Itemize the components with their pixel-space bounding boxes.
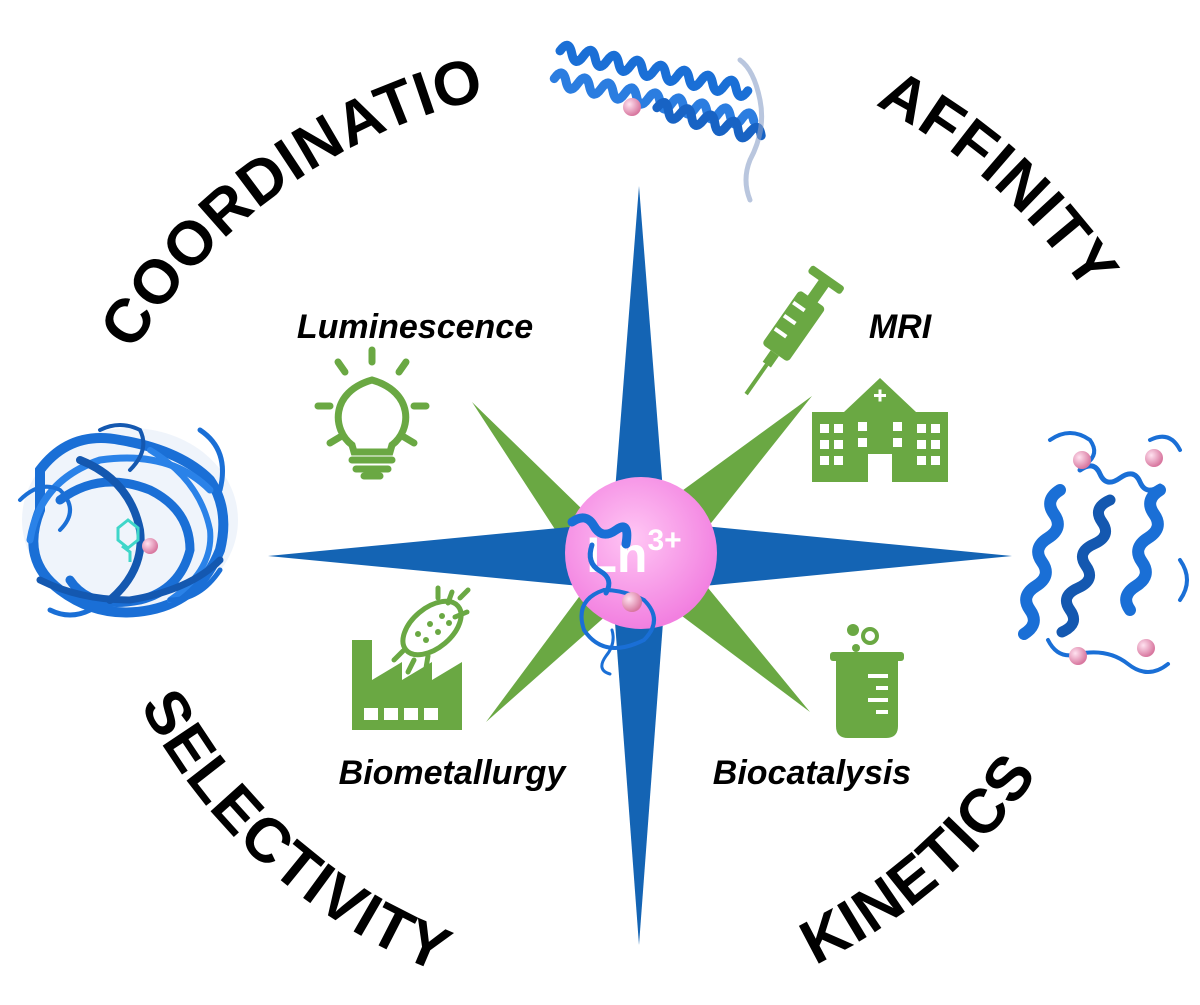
globular-protein bbox=[18, 423, 238, 618]
helix-bundle-protein bbox=[549, 40, 766, 203]
metal-ion bbox=[1145, 449, 1163, 467]
lightbulb-icon bbox=[314, 346, 430, 480]
metal-ion bbox=[1073, 451, 1091, 469]
compass-star: Ln3+ bbox=[268, 186, 1012, 945]
label-coordination: COORDINATION bbox=[0, 0, 490, 360]
ion-charge: 3+ bbox=[647, 524, 681, 557]
metal-ion bbox=[622, 592, 642, 612]
beaker-icon bbox=[830, 624, 904, 738]
label-biocatalysis: Biocatalysis bbox=[713, 754, 911, 792]
hospital-icon bbox=[812, 378, 948, 482]
label-affinity: AFFINITY bbox=[868, 57, 1131, 303]
bacterium-icon bbox=[391, 585, 471, 675]
label-biometallurgy: Biometallurgy bbox=[339, 754, 568, 792]
helical-protein bbox=[1018, 431, 1189, 674]
metal-ion bbox=[1069, 647, 1087, 665]
metal-ion bbox=[142, 538, 158, 554]
factory-icon bbox=[352, 640, 462, 730]
compass-cardinal-points bbox=[268, 186, 1012, 945]
label-luminescence: Luminescence bbox=[297, 308, 533, 346]
ion-base: Ln bbox=[586, 527, 647, 583]
syringe-icon bbox=[744, 265, 844, 396]
label-mri: MRI bbox=[869, 308, 933, 346]
peptide-loop-protein bbox=[567, 513, 656, 676]
metal-ion bbox=[623, 98, 641, 116]
metal-ion bbox=[1137, 639, 1155, 657]
ion-label: Ln3+ bbox=[586, 524, 681, 583]
